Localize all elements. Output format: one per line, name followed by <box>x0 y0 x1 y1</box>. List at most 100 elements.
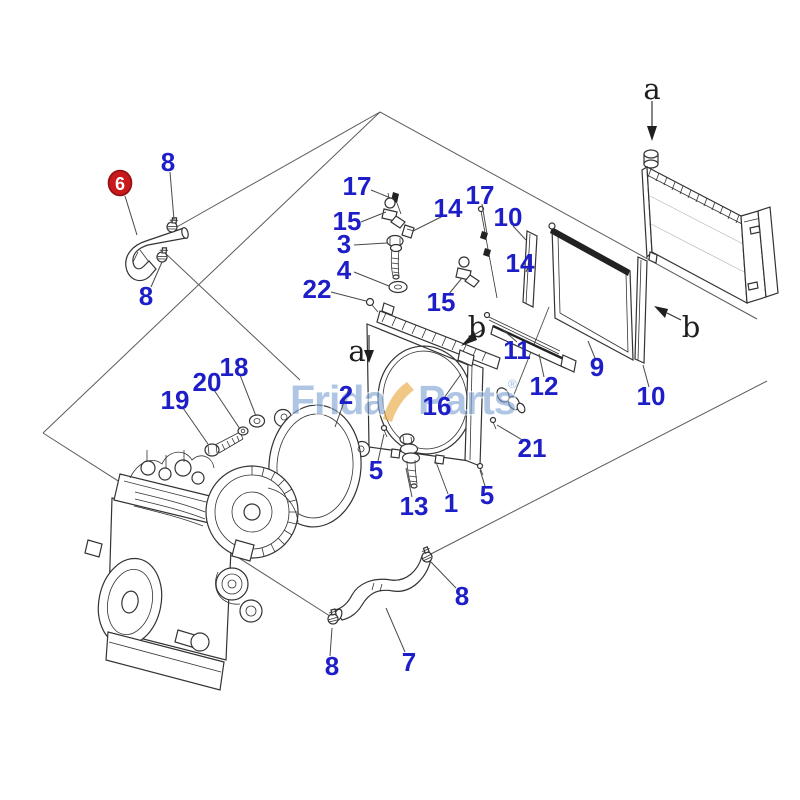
engine-bell-ring <box>231 491 273 533</box>
view-letter-a: a <box>348 334 365 368</box>
part-callout-19: 19 <box>161 385 190 415</box>
arrow-b-right-tail <box>666 312 682 321</box>
net-screen <box>548 222 634 362</box>
hose-6-fold-lines <box>132 249 150 263</box>
view-letter-b: b <box>682 310 701 344</box>
bolt-3-tip <box>392 274 400 280</box>
leader-line-19 <box>182 407 209 445</box>
net-top-channel <box>550 227 630 276</box>
shroud-bottom-tabs <box>390 448 445 465</box>
radiator-top-hatch <box>647 168 740 224</box>
screw-5-right <box>476 462 484 476</box>
leader-line-4 <box>353 271 390 287</box>
engine-pipe-right <box>267 487 299 523</box>
pin-22 <box>365 297 375 307</box>
bolt-3-threads <box>391 257 400 274</box>
water-outlet-end <box>516 402 526 414</box>
rod-11-bolt <box>483 311 491 319</box>
plane-edge-top-right <box>379 111 758 320</box>
part-callout-22: 22 <box>303 274 332 304</box>
leader-line-20 <box>213 389 241 430</box>
part-callout-20: 20 <box>193 367 222 397</box>
leader-lines-layer <box>150 171 650 657</box>
valve-15-lower-spout <box>464 274 480 288</box>
net-corner-clip <box>548 222 556 230</box>
badge-leader-line <box>124 195 138 236</box>
radiator <box>641 149 779 305</box>
wire-17-beads <box>480 231 491 257</box>
net-frame-outer <box>551 226 634 362</box>
leader-line-1 <box>435 461 449 495</box>
clip-17-top-stem <box>396 202 402 215</box>
gasket-ear-right-hole <box>357 445 365 453</box>
hose-6-end <box>181 227 189 239</box>
leader-line-22 <box>330 291 367 302</box>
part-callout-10: 10 <box>494 202 523 232</box>
valve-15-upper-spout <box>390 215 406 229</box>
valve-15-lower-knob <box>458 256 470 268</box>
part-callout-14: 14 <box>506 248 535 278</box>
engine-flywheel-inner <box>107 568 153 636</box>
leader-line-5 <box>377 433 385 462</box>
bolt-19-facets <box>207 443 218 455</box>
nut-20-hole <box>240 428 246 434</box>
hose-6 <box>125 227 187 282</box>
bolt-3-shank <box>390 248 400 277</box>
engine-top-stems <box>146 450 185 468</box>
engine <box>84 450 299 691</box>
shroud-bar-hatch <box>381 312 487 362</box>
leader-line-11 <box>501 328 518 343</box>
part-callout-7: 7 <box>402 647 416 677</box>
engine-pulley-2-hub <box>245 605 257 617</box>
nut-20 <box>237 426 249 436</box>
engine-pulley-1-ring <box>221 573 243 595</box>
hose-7 <box>334 555 432 621</box>
engine-fitting-2 <box>158 467 172 481</box>
bolt-3-facets <box>389 237 401 246</box>
bolt-13-facets <box>402 435 413 445</box>
part-callout-10: 10 <box>637 381 666 411</box>
leader-line-7 <box>385 607 406 653</box>
part-callout-13: 13 <box>400 491 429 521</box>
part-callout-9: 9 <box>590 352 604 382</box>
joint-14 <box>401 224 415 239</box>
strip-10-left <box>522 230 538 308</box>
part-callout-8: 8 <box>139 281 153 311</box>
radiator-core-lines <box>649 195 747 274</box>
assembly-line-hose-lower <box>163 251 301 381</box>
engine-valve-cover-line <box>123 480 211 504</box>
watermark-check-mark <box>383 382 414 422</box>
leader-line-21 <box>496 424 525 442</box>
leader-line-16 <box>443 373 462 399</box>
leader-line-13 <box>405 467 413 498</box>
part-callout-11: 11 <box>503 335 531 365</box>
pin-22-stem <box>371 304 379 313</box>
bar-12-end-bracket <box>560 354 577 373</box>
leader-line-8 <box>329 627 333 657</box>
lower-hose-group <box>327 545 434 625</box>
highlight-badge-6: 6 <box>107 169 138 236</box>
arrow-a-left-head <box>364 350 374 363</box>
engine-mount-right <box>231 539 255 562</box>
shroud-corner-bracket-16 <box>457 349 475 367</box>
bolt-19-threads <box>221 431 244 451</box>
engine-pulley-1-hub <box>227 579 237 589</box>
engine-bell-hatch <box>251 466 298 557</box>
engine-fitting-3 <box>174 459 192 477</box>
bolt-19-shank <box>214 431 244 454</box>
fan-shroud <box>366 302 526 489</box>
part-callout-15: 15 <box>427 287 456 317</box>
plane-edge-top-left <box>42 111 381 434</box>
engine-flywheel-hub <box>121 590 139 614</box>
gasket-2-inner <box>276 413 354 519</box>
leader-line-15 <box>360 211 387 223</box>
view-letter-a: a <box>643 72 660 106</box>
part-callout-17: 17 <box>343 171 372 201</box>
part-callout-2: 2 <box>339 380 353 410</box>
part-callout-5: 5 <box>369 455 383 485</box>
assembly-line-hose-upper <box>174 111 381 229</box>
arrow-b-right-head <box>654 306 668 318</box>
leader-line-15 <box>447 277 463 296</box>
radiator-outer-tank <box>757 206 779 298</box>
